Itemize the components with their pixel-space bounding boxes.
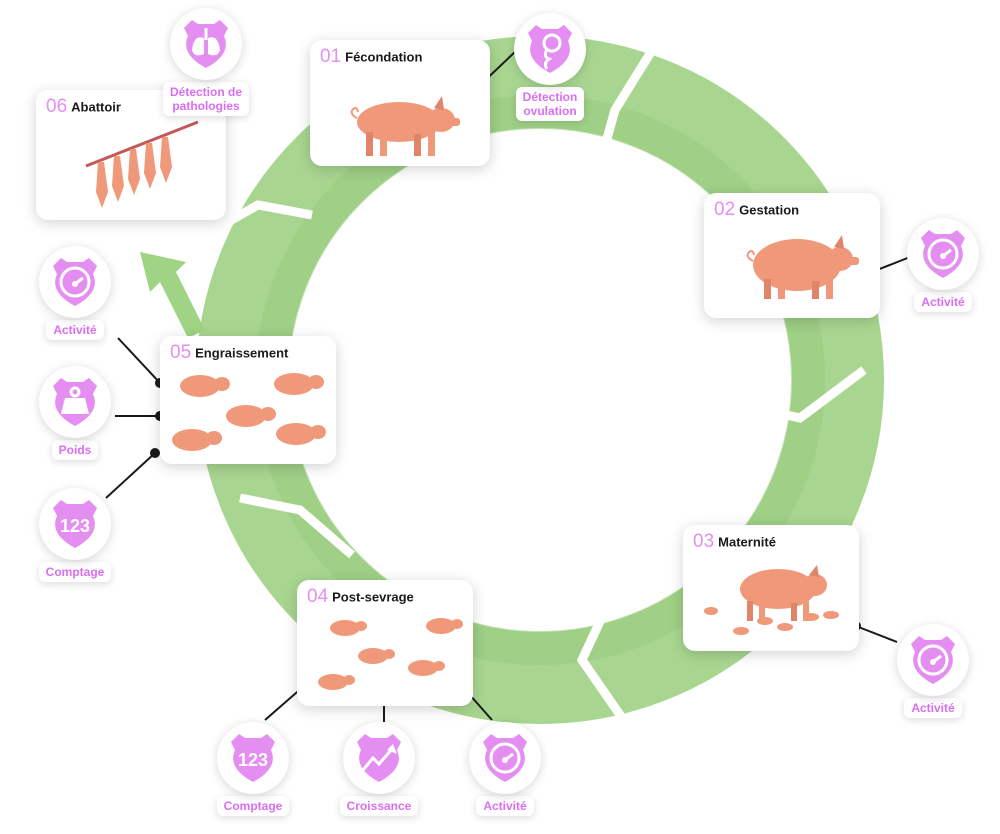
sensor-postsevrage-activite: Activité	[460, 722, 550, 816]
stage-number: 06	[46, 96, 68, 117]
stage-title: Gestation	[739, 202, 800, 218]
gauge-icon	[469, 722, 541, 794]
counter-123-icon: 123	[217, 722, 289, 794]
sensor-label: Poids	[51, 440, 99, 460]
svg-text:123: 123	[238, 750, 268, 770]
stage-number: 05	[170, 342, 192, 363]
stage-number: 01	[320, 46, 342, 67]
sensor-label: Croissance	[339, 796, 419, 816]
sensor-gestation-activite: Activité	[898, 218, 988, 312]
sow-with-piglets-icon	[704, 565, 839, 635]
stage-number: 02	[714, 199, 736, 220]
stage-title: Engraissement	[195, 345, 289, 361]
piglets-group-icon	[318, 618, 463, 690]
flow-arrow	[140, 252, 205, 338]
fattening-pigs-icon	[172, 373, 326, 451]
stage-title: Fécondation	[345, 49, 423, 65]
sensor-maternite-activite: Activité	[888, 624, 978, 718]
weight-icon	[39, 366, 111, 438]
sensor-engraissement-poids: Poids	[30, 366, 120, 460]
stage-title: Post-sevrage	[332, 589, 414, 605]
sensor-label: Comptage	[216, 796, 290, 816]
sensor-label: Activité	[904, 698, 962, 718]
sensor-label: Activité	[914, 292, 972, 312]
sensor-label: Activité	[46, 320, 104, 340]
ovulation-icon	[514, 13, 586, 85]
stage-number: 03	[693, 531, 715, 552]
gauge-icon	[907, 218, 979, 290]
stage-number: 04	[307, 586, 329, 607]
sensor-postsevrage-croissance: Croissance	[334, 722, 424, 816]
gauge-icon	[39, 246, 111, 318]
gauge-icon	[897, 624, 969, 696]
counter-123-icon: 123	[39, 488, 111, 560]
ring-separators	[207, 49, 867, 741]
stage-title: Abattoir	[71, 99, 121, 115]
sow-icon	[350, 96, 460, 156]
lungs-icon	[170, 8, 242, 80]
sensor-postsevrage-comptage: 123 Comptage	[208, 722, 298, 816]
sensor-label: Activité	[476, 796, 534, 816]
pregnant-sow-icon	[746, 235, 859, 299]
svg-text:123: 123	[60, 516, 90, 536]
sensor-label: Comptage	[38, 562, 112, 582]
growth-arrow-icon	[343, 722, 415, 794]
carcasses-icon	[85, 120, 199, 208]
sensor-engraissement-comptage: 123 Comptage	[30, 488, 120, 582]
stage-title: Maternité	[718, 534, 776, 550]
sensor-engraissement-activite: Activité	[30, 246, 120, 340]
